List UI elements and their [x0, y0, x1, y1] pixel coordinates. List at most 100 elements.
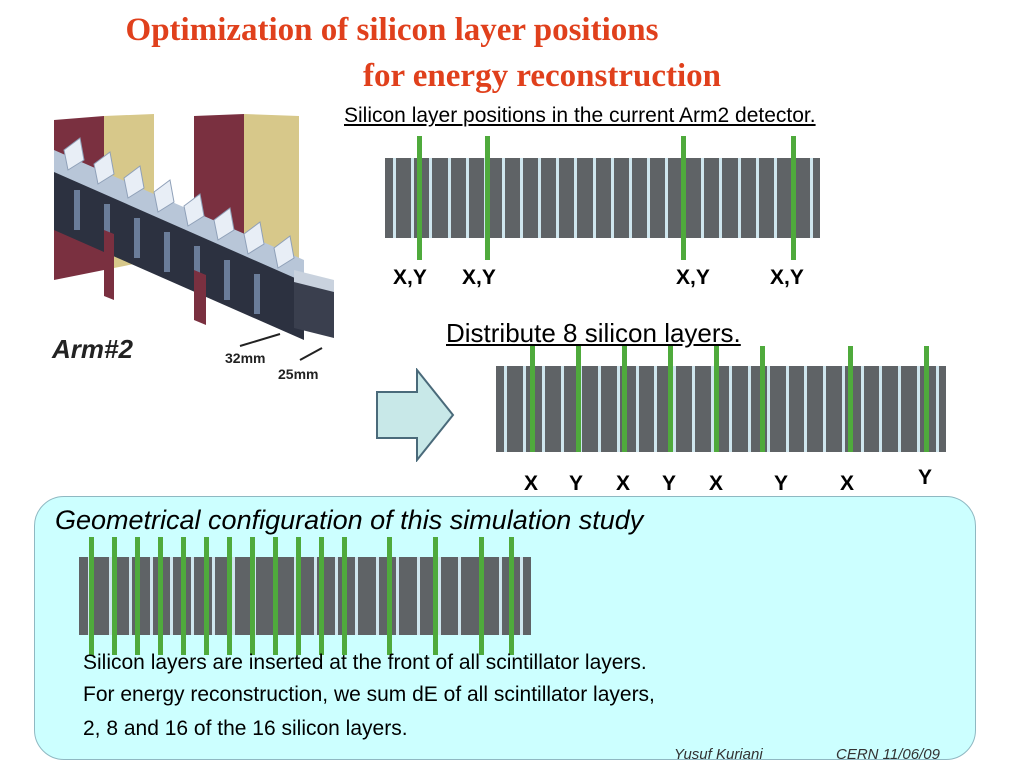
distributed-layer-label-8: Y: [918, 466, 933, 489]
panel-text-line-3: 2, 8 and 16 of the 16 silicon layers.: [83, 717, 408, 740]
simulation-scintillator-11: [293, 557, 297, 635]
simulation-scintillator-22: [519, 557, 523, 635]
simulation-silicon-layer-6: [204, 537, 209, 655]
distributed-scintillator-6: [598, 366, 602, 452]
simulation-scintillator-3: [129, 557, 133, 635]
title-line-2: for energy reconstruction: [362, 58, 722, 94]
distributed-scintillator-12: [710, 366, 714, 452]
distributed-silicon-layer-7: [848, 346, 853, 452]
current-layer-label-4: X,Y: [770, 266, 804, 289]
simulation-scintillator-21: [499, 557, 503, 635]
current-scintillator-12: [592, 158, 596, 238]
distributed-scintillator-20: [860, 366, 864, 452]
distributed-silicon-layer-4: [668, 346, 673, 452]
distributed-scintillator-4: [560, 366, 564, 452]
current-scintillator-8: [520, 158, 524, 238]
distributed-scintillator-14: [748, 366, 752, 452]
distributed-scintillator-16: [785, 366, 789, 452]
current-scintillator-20: [737, 158, 741, 238]
distributed-silicon-layer-5: [714, 346, 719, 452]
simulation-silicon-layer-16: [509, 537, 514, 655]
current-scintillator-2: [411, 158, 415, 238]
distributed-scintillator-3: [541, 366, 545, 452]
simulation-scintillator-6: [190, 557, 194, 635]
arm2-detector-image: [44, 110, 344, 378]
current-silicon-layer-4: [791, 136, 796, 260]
distributed-scintillator-18: [823, 366, 827, 452]
distributed-silicon-layer-8: [924, 346, 929, 452]
distributed-scintillator-22: [898, 366, 902, 452]
distribute-heading: Distribute 8 silicon layers.: [446, 318, 741, 348]
right-arrow-icon: [376, 368, 455, 462]
simulation-silicon-layer-2: [112, 537, 117, 655]
current-layer-label-1: X,Y: [393, 266, 427, 289]
distributed-silicon-layer-2: [576, 346, 581, 452]
current-layer-label-2: X,Y: [462, 266, 496, 289]
simulation-scintillator-17: [416, 557, 420, 635]
current-layer-label-3: X,Y: [676, 266, 710, 289]
distributed-layer-label-2: Y: [569, 472, 584, 495]
simulation-scintillator-5: [170, 557, 174, 635]
title-line-1: Optimization of silicon layer positions: [125, 12, 659, 48]
distributed-scintillator-21: [879, 366, 883, 452]
distributed-scintillator-13: [729, 366, 733, 452]
simulation-silicon-layer-5: [181, 537, 186, 655]
simulation-silicon-layer-3: [135, 537, 140, 655]
simulation-silicon-layer-15: [479, 537, 484, 655]
current-scintillator-14: [628, 158, 632, 238]
distributed-scintillator-17: [804, 366, 808, 452]
simulation-silicon-layer-9: [273, 537, 278, 655]
simulation-config-panel: Geometrical configuration of this simula…: [34, 496, 976, 760]
distributed-layer-label-3: X: [616, 472, 631, 495]
footer-author: Yusuf Kuriani: [674, 746, 763, 763]
simulation-scintillator-13: [334, 557, 338, 635]
simulation-silicon-layer-10: [296, 537, 301, 655]
distributed-scintillator-7: [616, 366, 620, 452]
current-scintillator-13: [610, 158, 614, 238]
current-scintillator-18: [701, 158, 705, 238]
distributed-config-strip: [496, 346, 946, 452]
distributed-layer-label-6: Y: [774, 472, 789, 495]
current-scintillator-21: [755, 158, 759, 238]
distributed-scintillator-8: [635, 366, 639, 452]
distributed-layer-label-5: X: [709, 472, 724, 495]
simulation-silicon-layer-13: [387, 537, 392, 655]
distributed-scintillator-11: [691, 366, 695, 452]
simulation-scintillator-12: [314, 557, 318, 635]
distributed-layer-label-1: X: [524, 472, 539, 495]
simulation-silicon-layer-12: [342, 537, 347, 655]
current-scintillator-24: [810, 158, 814, 238]
distributed-scintillator-23: [916, 366, 920, 452]
simulation-scintillator-8: [232, 557, 236, 635]
current-config-heading: Silicon layer positions in the current A…: [344, 104, 816, 127]
distributed-scintillator-19: [841, 366, 845, 452]
distributed-silicon-layer-3: [622, 346, 627, 452]
current-silicon-layer-1: [417, 136, 422, 260]
distributed-silicon-layer-1: [530, 346, 535, 452]
simulation-silicon-layer-8: [250, 537, 255, 655]
simulation-scintillator-4: [149, 557, 153, 635]
footer-date: CERN 11/06/09: [836, 746, 940, 763]
current-scintillator-11: [574, 158, 578, 238]
panel-title: Geometrical configuration of this simula…: [55, 505, 644, 535]
distributed-silicon-layer-6: [760, 346, 765, 452]
simulation-silicon-layer-1: [89, 537, 94, 655]
current-scintillator-15: [646, 158, 650, 238]
current-scintillator-7: [501, 158, 505, 238]
distributed-scintillator-10: [673, 366, 677, 452]
dimension-25mm: 25mm: [278, 366, 319, 382]
simulation-silicon-layer-14: [433, 537, 438, 655]
simulation-silicon-layer-7: [227, 537, 232, 655]
simulation-config-strip: [79, 537, 531, 655]
current-silicon-layer-2: [485, 136, 490, 260]
simulation-scintillator-18: [437, 557, 441, 635]
current-scintillator-10: [556, 158, 560, 238]
panel-text-line-2: For energy reconstruction, we sum dE of …: [83, 683, 655, 706]
simulation-scintillator-2: [108, 557, 112, 635]
arm2-label: Arm#2: [52, 334, 133, 364]
simulation-silicon-layer-11: [319, 537, 324, 655]
current-scintillator-16: [665, 158, 669, 238]
current-config-strip: [385, 136, 820, 260]
simulation-scintillator-19: [458, 557, 462, 635]
current-scintillator-3: [429, 158, 433, 238]
